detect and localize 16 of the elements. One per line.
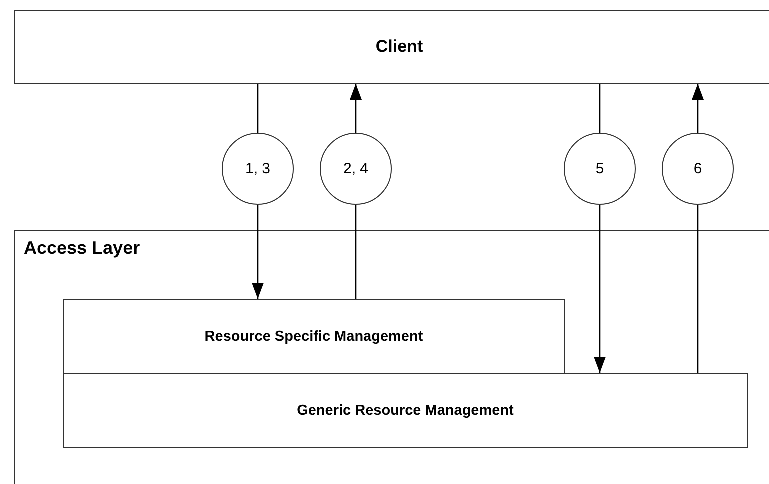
box-label: Generic Resource Management [297,402,514,418]
step-number: 2, 4 [343,160,369,178]
step-number: 5 [596,160,604,178]
arrow [350,84,362,133]
step-number: 1, 3 [245,160,271,178]
arrow [594,205,606,373]
client-box [14,10,769,84]
layer-container [14,230,769,484]
box-label: Client [376,37,424,57]
container-heading: Access Layer [24,238,140,259]
arrow [692,84,704,133]
step-number: 6 [694,160,702,178]
component-box [63,299,565,374]
arrow [252,205,264,299]
component-box [63,373,748,448]
box-label: Resource Specific Management [204,328,424,344]
